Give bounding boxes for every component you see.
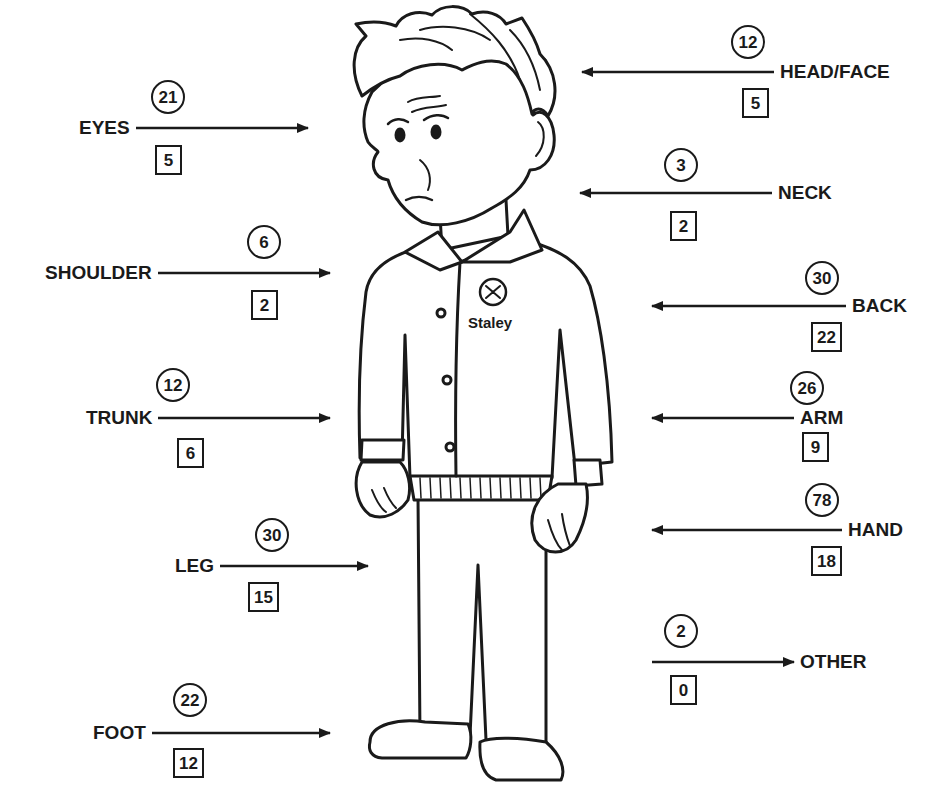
waistband — [410, 476, 552, 500]
mouth — [406, 197, 432, 200]
leader-arrow — [652, 305, 846, 308]
eyebrows — [388, 115, 448, 124]
circled-count: 3 — [664, 148, 698, 182]
left-shoe — [369, 721, 470, 758]
body-part-label: NECK — [778, 183, 832, 204]
count-number: 3 — [676, 157, 685, 174]
count-number: 12 — [179, 755, 198, 772]
body-part-label: BACK — [852, 296, 907, 317]
boxed-count: 2 — [670, 211, 697, 241]
boxed-count: 5 — [155, 145, 182, 175]
circled-count: 30 — [805, 261, 839, 295]
watch — [574, 460, 602, 486]
button — [437, 309, 445, 317]
left-cuff — [361, 440, 404, 460]
body-part-label: EYES — [79, 118, 130, 139]
boxed-count: 5 — [742, 88, 769, 118]
count-number: 2 — [260, 297, 269, 314]
body-part-label: TRUNK — [86, 408, 153, 429]
button — [443, 376, 451, 384]
forehead-wrinkles — [408, 96, 446, 112]
leader-arrow — [652, 661, 794, 664]
count-number: 18 — [817, 553, 836, 570]
count-number: 15 — [254, 589, 273, 606]
boxed-count: 12 — [173, 748, 204, 778]
boxed-count: 15 — [248, 582, 279, 612]
count-number: 22 — [181, 692, 200, 709]
circled-count: 30 — [255, 518, 289, 552]
count-number: 6 — [259, 234, 268, 251]
count-number: 78 — [813, 492, 832, 509]
left-hand — [356, 462, 409, 517]
body-part-label: FOOT — [93, 723, 146, 744]
logo-text: Staley — [468, 315, 512, 332]
left-fingers — [372, 488, 396, 512]
circled-count: 22 — [173, 683, 207, 717]
count-number: 0 — [679, 682, 688, 699]
logo-circle — [480, 279, 506, 305]
placket-line — [456, 262, 460, 476]
circled-count: 26 — [790, 371, 824, 405]
count-number: 12 — [739, 34, 758, 51]
circled-count: 21 — [151, 80, 185, 114]
leader-arrow — [136, 127, 308, 130]
count-number: 22 — [817, 329, 836, 346]
body-part-label: HAND — [848, 520, 903, 541]
leader-arrow — [580, 192, 772, 195]
circled-count: 12 — [156, 368, 190, 402]
trousers — [418, 496, 546, 746]
cheek-line — [420, 160, 430, 190]
left-eye — [396, 129, 404, 141]
circled-count: 78 — [805, 483, 839, 517]
button — [446, 443, 454, 451]
right-eye — [432, 126, 440, 138]
boxed-count: 0 — [670, 675, 697, 705]
count-number: 26 — [798, 380, 817, 397]
count-number: 9 — [811, 439, 820, 456]
body-part-label: ARM — [800, 408, 843, 429]
body-part-label: SHOULDER — [45, 263, 152, 284]
count-number: 12 — [164, 377, 183, 394]
count-number: 6 — [186, 445, 195, 462]
right-hand — [532, 484, 588, 552]
logo-swirl — [486, 286, 500, 298]
leader-arrow — [158, 272, 330, 275]
boxed-count: 6 — [177, 438, 204, 468]
boxed-count: 2 — [251, 290, 278, 320]
boxed-count: 18 — [811, 546, 842, 576]
right-shoe — [480, 738, 563, 780]
jacket — [359, 240, 612, 478]
count-number: 2 — [676, 623, 685, 640]
boxed-count: 22 — [811, 322, 842, 352]
circled-count: 6 — [247, 225, 281, 259]
waistband-ribs — [420, 478, 541, 498]
count-number: 30 — [813, 270, 832, 287]
boxed-count: 9 — [802, 432, 829, 462]
count-number: 5 — [164, 152, 173, 169]
count-number: 2 — [679, 218, 688, 235]
collar-left — [405, 232, 462, 270]
body-part-label: HEAD/FACE — [780, 62, 890, 83]
hair-strands — [400, 14, 540, 90]
ear-detail — [536, 122, 544, 156]
right-fingers — [548, 514, 570, 550]
leader-arrow — [220, 565, 368, 568]
body-part-label: OTHER — [800, 652, 867, 673]
leader-arrow — [652, 529, 842, 532]
count-number: 21 — [159, 89, 178, 106]
leader-arrow — [152, 732, 330, 735]
circled-count: 2 — [664, 614, 698, 648]
leader-arrow — [652, 417, 794, 420]
body-part-label: LEG — [175, 556, 214, 577]
count-number: 30 — [263, 527, 282, 544]
leader-arrow — [582, 71, 774, 74]
leader-arrow — [158, 417, 330, 420]
circled-count: 12 — [731, 25, 765, 59]
count-number: 5 — [751, 95, 760, 112]
hair — [354, 7, 555, 116]
